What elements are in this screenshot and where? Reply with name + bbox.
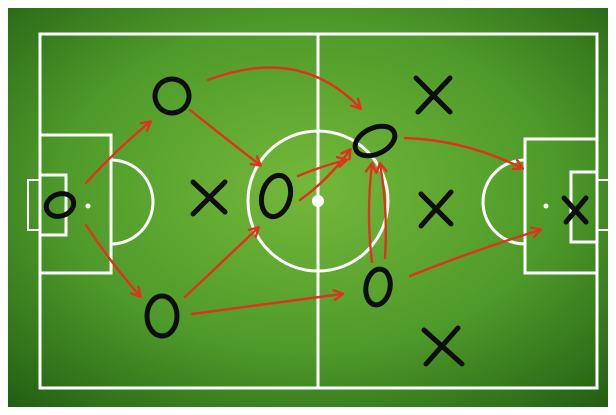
left-penalty-spot	[86, 204, 91, 209]
right-penalty-spot	[544, 204, 549, 209]
center-spot	[312, 195, 324, 207]
pitch-surface	[8, 8, 608, 407]
